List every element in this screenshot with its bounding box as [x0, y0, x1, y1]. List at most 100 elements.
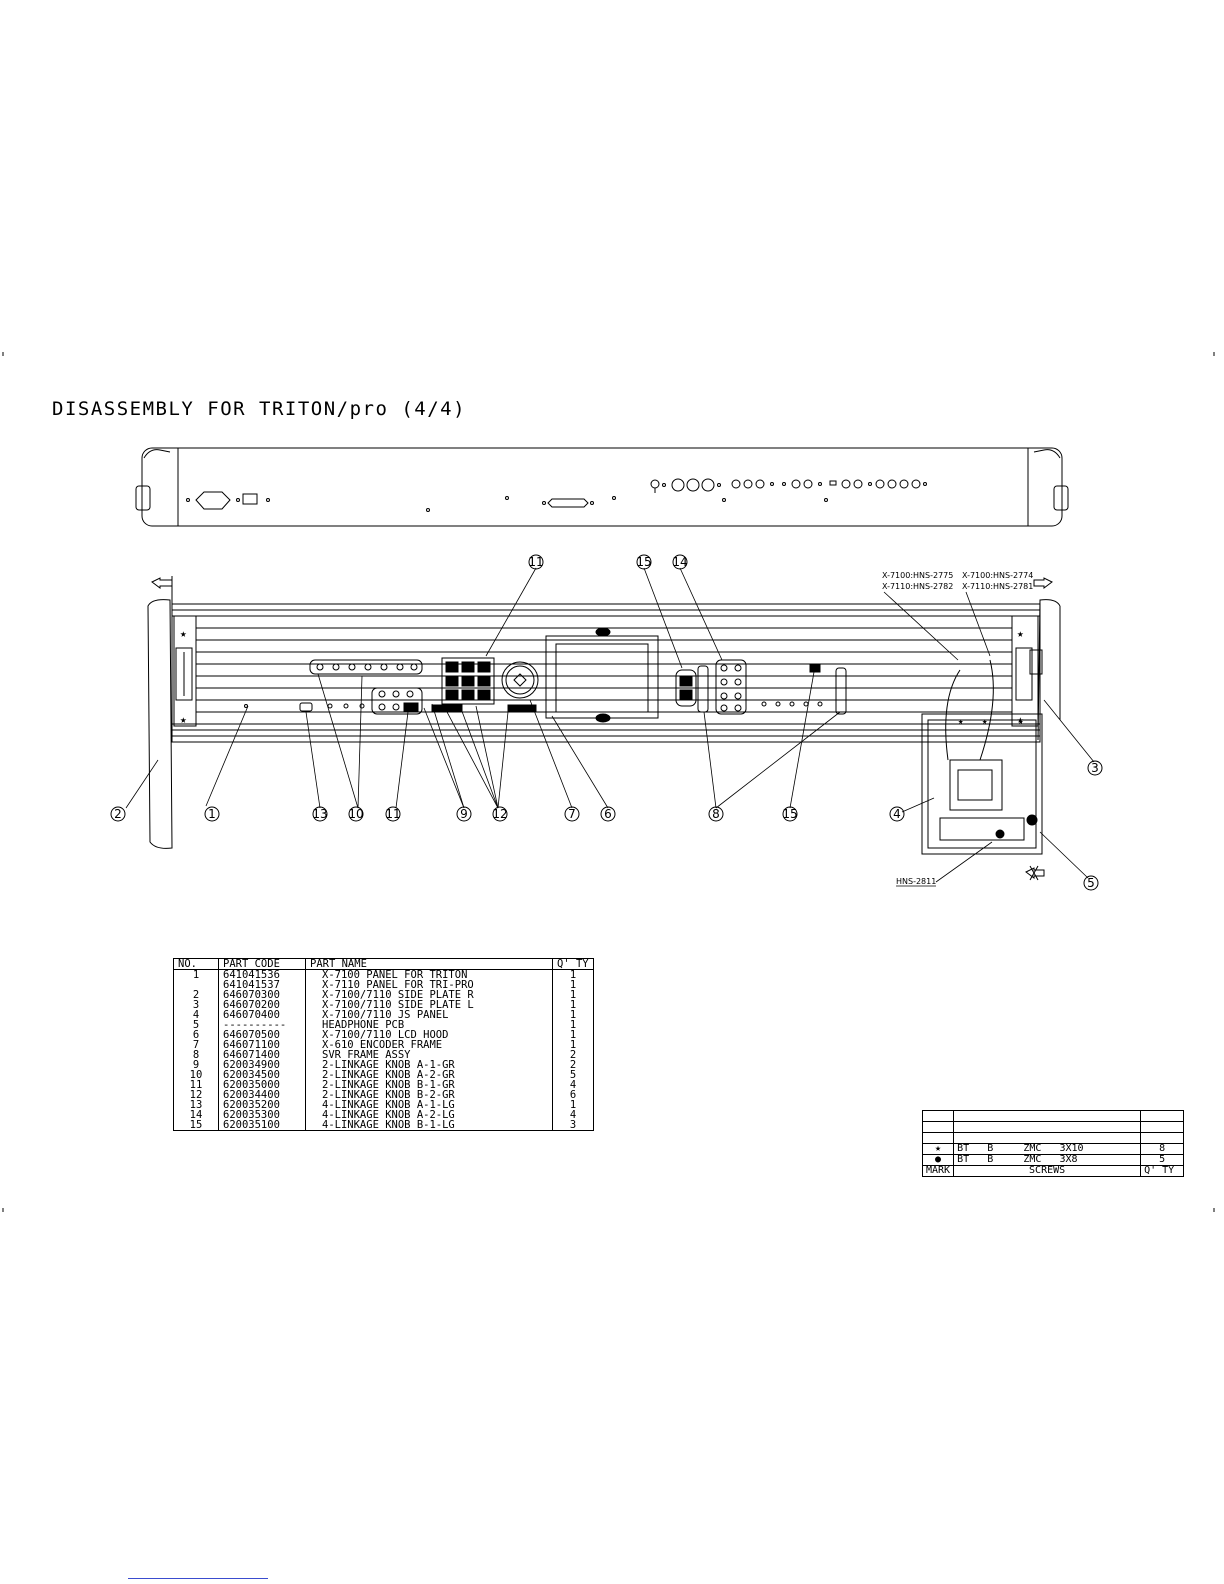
callout-11-bottom: 11: [385, 806, 401, 822]
screws-footer-mark: MARK: [921, 1165, 955, 1177]
callout-15-bottom: 15: [782, 806, 798, 822]
callout-9: 9: [456, 806, 472, 822]
svg-text:13: 13: [312, 807, 327, 821]
callout-4: 4: [889, 806, 905, 822]
svg-text:4: 4: [893, 807, 901, 821]
cell-qty: 5: [552, 1070, 594, 1080]
cell-qty: 1: [552, 1000, 594, 1010]
cell-qty: 4: [552, 1110, 594, 1120]
screws-empty-row: [921, 1132, 1185, 1144]
callout-8: 8: [708, 806, 724, 822]
cell-qty: 1: [552, 1100, 594, 1110]
label-hns2811: HNS-2811: [896, 877, 936, 886]
callout-5: 5: [1083, 875, 1099, 891]
parts-table-header: NO. PART CODE PART NAME Q' TY: [173, 958, 594, 970]
svg-text:11: 11: [528, 555, 543, 569]
svg-text:12: 12: [492, 807, 507, 821]
leader-lines: [125, 567, 1095, 887]
harness-labels: X-7100:HNS-2775 X-7110:HNS-2782 X-7100:H…: [882, 571, 1033, 886]
page-title: DISASSEMBLY FOR TRITON/pro (4/4): [52, 398, 467, 420]
rear-panel-view: [135, 447, 1069, 527]
cell-qty: 4: [552, 1080, 594, 1090]
screw-qty: 5: [1140, 1154, 1185, 1166]
screws-empty-row: [921, 1110, 1185, 1122]
screws-row: ★ BT B ZMC 3X10 8: [921, 1143, 1185, 1155]
cell-qty: 1: [552, 969, 594, 980]
cell-no: 1: [173, 969, 219, 980]
callout-11-top: 11: [528, 554, 544, 570]
svg-text:6: 6: [604, 807, 612, 821]
screw-mark-star: ★: [921, 1143, 955, 1155]
svg-text:14: 14: [672, 555, 687, 569]
screws-footer-qty: Q' TY: [1140, 1165, 1185, 1177]
screws-row: ● BT B ZMC 3X8 5: [921, 1154, 1185, 1166]
svg-text:★: ★: [982, 717, 988, 727]
header-no: NO.: [173, 958, 219, 970]
svg-text:3: 3: [1091, 761, 1099, 775]
callout-12: 12: [492, 806, 508, 822]
cell-qty: 1: [552, 1020, 594, 1030]
footer-link-line[interactable]: [128, 1578, 268, 1579]
svg-text:★: ★: [1017, 627, 1024, 640]
callout-2: 2: [110, 806, 126, 822]
screws-footer-row: MARK SCREWS Q' TY: [921, 1165, 1185, 1177]
svg-text:10: 10: [348, 807, 363, 821]
cell-qty: 1: [552, 980, 594, 990]
screw-spec: BT B ZMC 3X8: [953, 1154, 1142, 1166]
svg-text:1: 1: [208, 807, 216, 821]
svg-text:★: ★: [1018, 717, 1024, 727]
screw-qty: 8: [1140, 1143, 1185, 1155]
callout-13: 13: [312, 806, 328, 822]
svg-text:5: 5: [1087, 876, 1095, 890]
screw-spec: BT B ZMC 3X10: [953, 1143, 1142, 1155]
svg-text:2: 2: [114, 807, 122, 821]
callout-1: 1: [204, 806, 220, 822]
label-x7110-hns2781: X-7110:HNS-2781: [962, 582, 1033, 591]
screws-footer-name: SCREWS: [953, 1165, 1142, 1177]
header-part-code: PART CODE: [218, 958, 306, 970]
cell-part-name: 4-LINKAGE KNOB B-1-LG: [305, 1120, 553, 1131]
cell-qty: 1: [552, 1030, 594, 1040]
front-panel-view: ★ ★ ★ ★: [147, 576, 1061, 881]
cell-qty: 1: [552, 990, 594, 1000]
svg-text:15: 15: [782, 807, 797, 821]
cell-no: 15: [173, 1120, 219, 1131]
cell-qty: 1: [552, 1010, 594, 1020]
page-tick-marks: [2, 352, 1215, 1212]
cell-part-code: 620035100: [218, 1120, 306, 1131]
callout-14: 14: [672, 554, 688, 570]
cell-qty: 2: [552, 1050, 594, 1060]
svg-text:★: ★: [958, 717, 964, 727]
svg-text:★: ★: [180, 627, 187, 640]
svg-text:15: 15: [636, 555, 651, 569]
callout-6: 6: [600, 806, 616, 822]
label-x7100-hns2774: X-7100:HNS-2774: [962, 571, 1033, 580]
svg-text:11: 11: [385, 807, 400, 821]
svg-text:★: ★: [180, 713, 187, 726]
callout-3: 3: [1087, 760, 1103, 776]
screw-mark-dot: ●: [921, 1154, 955, 1166]
cell-qty: 6: [552, 1090, 594, 1100]
label-x7110-hns2782: X-7110:HNS-2782: [882, 582, 953, 591]
cell-qty: 2: [552, 1060, 594, 1070]
callout-7: 7: [564, 806, 580, 822]
svg-text:9: 9: [460, 807, 468, 821]
screws-empty-row: [921, 1121, 1185, 1133]
callout-bubbles: 1 2 3 4 5 6 7 8 9 10 11 11 12 13 14 15 1…: [110, 554, 1103, 891]
